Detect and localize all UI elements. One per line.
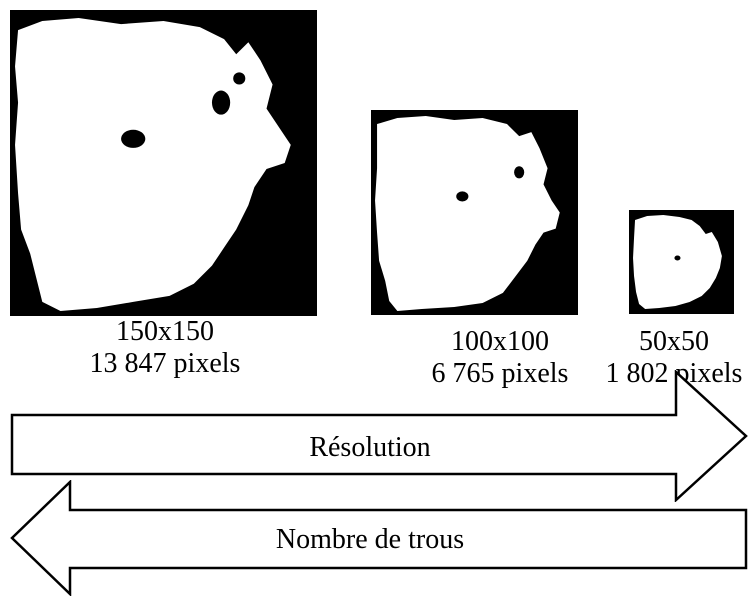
- resolution-arrow: Résolution: [10, 370, 750, 502]
- binary-image-100: [371, 110, 578, 315]
- pixel-count-150: 13 847 pixels: [89, 348, 241, 379]
- left-arrow-icon: [10, 480, 748, 596]
- binary-image-150: [10, 10, 317, 316]
- holes-label: Nombre de trous: [275, 524, 465, 555]
- binary-image-150-shape: [12, 12, 315, 314]
- pixel-count-100: 6 765 pixels: [431, 358, 569, 389]
- holes-arrow: Nombre de trous: [10, 480, 750, 596]
- resolution-label-50: 50x50: [639, 326, 709, 357]
- caption-150: 150x150 13 847 pixels: [40, 316, 290, 380]
- binary-image-50: [629, 210, 734, 314]
- resolution-label-150: 150x150: [116, 316, 214, 347]
- binary-image-100-shape: [373, 112, 576, 313]
- resolution-label-100: 100x100: [451, 326, 549, 357]
- right-arrow-icon: [10, 370, 748, 502]
- binary-image-50-shape: [631, 212, 732, 312]
- pixel-count-50: 1 802 pixels: [605, 358, 743, 389]
- caption-50: 50x50 1 802 pixels: [592, 326, 756, 390]
- caption-100: 100x100 6 765 pixels: [385, 326, 615, 390]
- resolution-label: Résolution: [309, 432, 431, 463]
